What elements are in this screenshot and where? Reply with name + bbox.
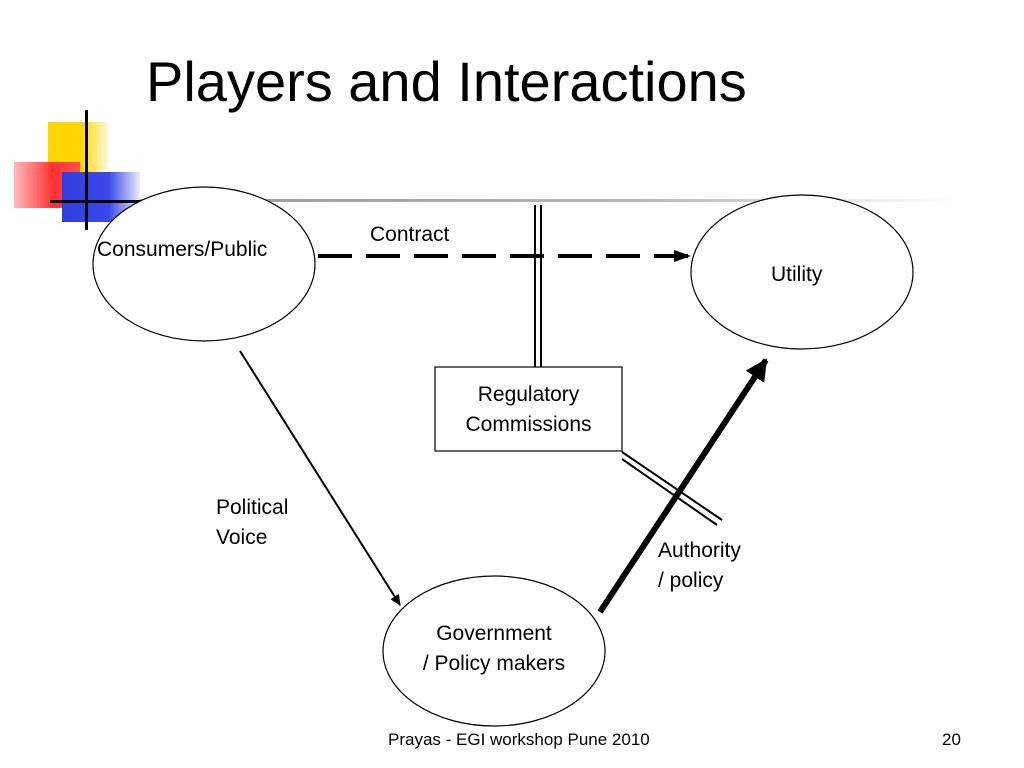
authority-policy-line1: Authority xyxy=(658,539,741,562)
regulatory-box xyxy=(434,366,623,452)
authority-policy-label: Authority / policy xyxy=(658,536,741,596)
consumers-ellipse xyxy=(92,186,316,342)
regulatory-label: Regulatory Commissions xyxy=(440,380,617,440)
decor-horizontal-line xyxy=(50,200,190,203)
political-voice-label: Political Voice xyxy=(216,493,288,553)
title-underline xyxy=(140,199,960,202)
regulatory-label-line2: Commissions xyxy=(465,413,592,436)
regulatory-authority-link-a xyxy=(621,451,723,521)
government-label-line2: / Policy makers xyxy=(422,652,566,675)
government-label: Government / Policy makers xyxy=(384,619,604,679)
contract-label: Contract xyxy=(370,223,450,246)
political-voice-arrow xyxy=(239,350,401,606)
authority-policy-line2: / policy xyxy=(658,569,724,592)
regulatory-authority-link-b xyxy=(621,458,718,526)
political-voice-line1: Political xyxy=(216,496,289,519)
authority-policy-arrow xyxy=(597,358,769,614)
utility-label: Utility xyxy=(771,263,823,286)
consumers-label: Consumers/Public xyxy=(97,238,268,261)
footer-text: Prayas - EGI workshop Pune 2010 xyxy=(388,730,650,749)
political-voice-line2: Voice xyxy=(216,526,268,549)
page-number: 20 xyxy=(942,730,961,749)
government-label-line1: Government xyxy=(436,622,552,645)
government-ellipse xyxy=(382,575,606,727)
utility-ellipse xyxy=(690,194,914,350)
slide-title: Players and Interactions xyxy=(146,50,747,113)
decor-vertical-line xyxy=(85,110,88,230)
regulatory-label-line1: Regulatory xyxy=(477,383,580,406)
